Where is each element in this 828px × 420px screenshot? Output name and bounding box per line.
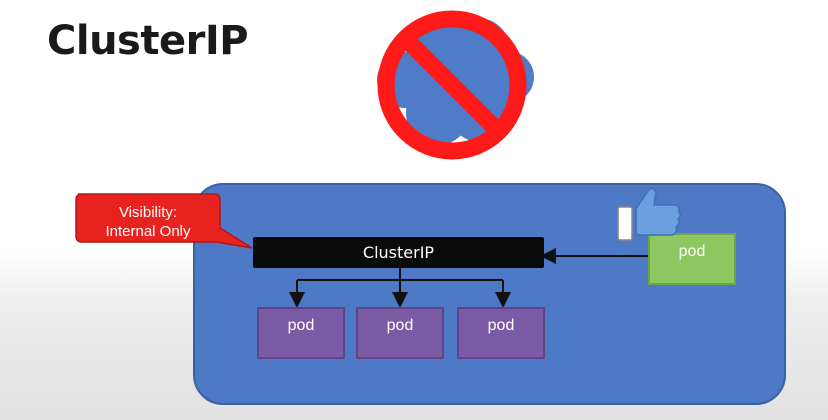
internal-pod-3: pod bbox=[457, 307, 545, 359]
internal-pod-2: pod bbox=[356, 307, 444, 359]
page-title: ClusterIP bbox=[47, 18, 249, 64]
clusterip-service: ClusterIP bbox=[253, 237, 544, 268]
callout-text: Visibility: Internal Only bbox=[78, 203, 218, 241]
pod-label: pod bbox=[287, 317, 315, 334]
pod-label: pod bbox=[386, 317, 414, 334]
thumbs-up-icon bbox=[617, 187, 682, 241]
pod-label: pod bbox=[678, 243, 706, 260]
callout-line-2: Internal Only bbox=[105, 223, 191, 240]
callout-line-1: Visibility: bbox=[118, 204, 178, 221]
pod-label: pod bbox=[487, 317, 515, 334]
external-pod: pod bbox=[648, 233, 736, 285]
internal-pod-1: pod bbox=[257, 307, 345, 359]
clusterip-label: ClusterIP bbox=[362, 243, 435, 262]
cluster-area bbox=[193, 183, 786, 405]
prohibited-cloud-icon bbox=[377, 10, 534, 160]
visibility-callout bbox=[75, 193, 253, 249]
